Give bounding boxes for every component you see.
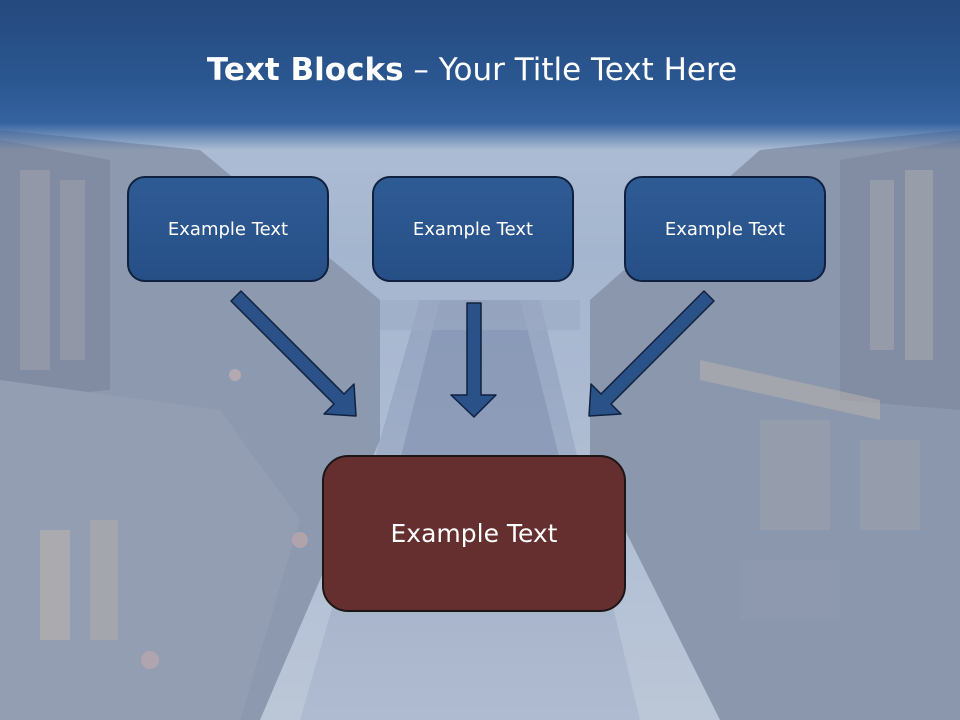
arrow-right-diagonal [588, 290, 715, 417]
text-block-main[interactable]: Example Text [322, 455, 626, 612]
slide-title-rest: Your Title Text Here [438, 52, 738, 88]
slide-title-dash: – [403, 52, 439, 88]
text-block-2[interactable]: Example Text [372, 176, 574, 282]
text-block-3[interactable]: Example Text [624, 176, 826, 282]
text-block-1[interactable]: Example Text [127, 176, 329, 282]
title-band [0, 0, 960, 150]
slide-title-bold: Text Blocks [206, 52, 404, 88]
arrow-left-diagonal [230, 290, 357, 417]
slide-title: Text Blocks – Your Title Text Here [0, 52, 944, 88]
arrow-center-down [450, 302, 497, 418]
